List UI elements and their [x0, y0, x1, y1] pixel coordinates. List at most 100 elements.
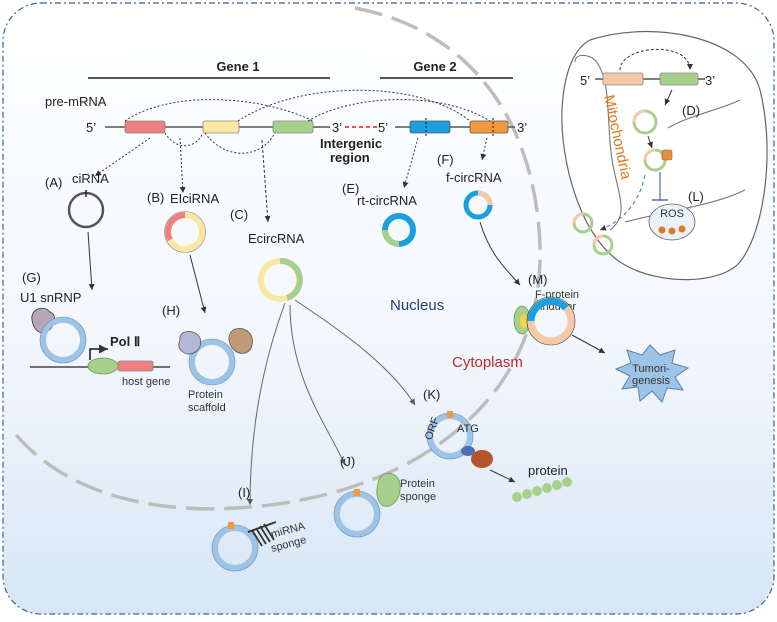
mito-three-prime: 3’: [705, 73, 715, 88]
tumorigenesis-burst: [614, 344, 690, 403]
mito-backsplice-arc: [619, 48, 693, 71]
protein-scaffold-label-1: Protein: [188, 389, 223, 401]
five-prime-gene2: 5’: [378, 120, 388, 135]
backsplice-arc-2: [237, 89, 471, 122]
splice-arc-5: [204, 132, 276, 154]
host-gene-exon: [117, 360, 154, 372]
pol2-label: Pol Ⅱ: [110, 334, 140, 349]
label-G-name: U1 snRNP: [20, 290, 81, 305]
G-circle-outline: [39, 316, 87, 364]
D-circle-2-arc: [643, 148, 656, 161]
M-protein-yellow: [520, 314, 528, 328]
label-A-letter: (A): [45, 175, 62, 190]
splice-arc-4: [164, 132, 204, 147]
nucleus-label: Nucleus: [390, 297, 444, 314]
mito-exon-1: [602, 72, 644, 86]
nucleus-boundary: [10, 6, 542, 511]
protein-label: protein: [528, 463, 568, 478]
label-K-letter: (K): [423, 387, 440, 402]
mitochondrion-crista-2: [667, 99, 741, 129]
five-prime-gene1: 5’: [86, 120, 96, 135]
gene2-label: Gene 2: [413, 59, 456, 74]
label-G-letter: (G): [22, 270, 41, 285]
protein-sponge-label-1: Protein: [400, 478, 435, 490]
backsplice-arc-1: [124, 99, 314, 122]
ribosome-large: [471, 450, 493, 468]
D-circle-1-arc: [632, 109, 646, 123]
gene1-label: Gene 1: [216, 59, 259, 74]
ROS-dot-2: [668, 227, 676, 235]
H-protein-1: [178, 331, 202, 355]
D-bound-protein: [661, 149, 673, 161]
arrow-f-circRNA-to-M: [479, 221, 521, 286]
mito-arrow-down: [664, 89, 673, 106]
ribosome-small: [461, 446, 475, 456]
arrow-EIciRNA-to-H: [189, 254, 207, 314]
arrow-to-tumorigenesis: [571, 334, 606, 354]
I-circle: [212, 525, 258, 571]
f-circRNA-arc: [477, 190, 493, 206]
exported-circle-1-arc: [572, 212, 584, 224]
arrow-to-EcircRNA: [261, 139, 271, 223]
intergenic-label-2: region: [330, 150, 370, 165]
ROS-dot-3: [678, 225, 686, 233]
G-circle: [40, 317, 86, 363]
mito-five-prime: 5’: [580, 73, 590, 88]
M-circle-outline: [526, 296, 576, 346]
miRNA-comb: [247, 521, 277, 547]
label-E-name: rt-circRNA: [357, 193, 417, 208]
exon-4: [409, 120, 451, 134]
H-protein-2: [228, 328, 253, 354]
label-J-letter: (J): [340, 454, 355, 469]
label-F-letter: (F): [437, 152, 454, 167]
exon-2: [202, 120, 240, 134]
polII-blob: [87, 357, 119, 375]
label-B-name: EIciRNA: [170, 191, 219, 206]
mito-arrow-2: [647, 135, 653, 149]
H-circle: [189, 339, 235, 385]
J-protein-blob: [376, 472, 401, 507]
label-C-name: EcircRNA: [248, 231, 305, 246]
export-arrow: [599, 174, 646, 231]
ROS-dot-1: [658, 226, 666, 234]
arrow-to-EIciRNA: [179, 137, 186, 194]
tumorigenesis-label-1: Tumori-: [632, 363, 670, 375]
label-D-letter: (D): [682, 103, 700, 118]
protein-scaffold-label-2: scaffold: [188, 402, 226, 414]
exon-5: [469, 120, 509, 134]
exported-circle-2-arc: [592, 234, 604, 246]
label-B-letter: (B): [147, 190, 164, 205]
pre-mrna-label: pre-mRNA: [45, 94, 107, 109]
three-prime-gene1: 3’: [332, 120, 342, 135]
protein-sponge-label-2: sponge: [400, 491, 436, 503]
I-binding-site: [228, 522, 234, 529]
arrow-to-J: [289, 304, 346, 466]
label-I-letter: (I): [238, 485, 250, 500]
f-protein-label-1: F-protein: [535, 289, 579, 301]
exon-1: [124, 120, 166, 134]
mito-exon-2: [659, 72, 699, 86]
H-circle-outline: [188, 338, 236, 386]
rt-circRNA-arc: [382, 229, 400, 247]
arrow-to-protein: [489, 469, 516, 483]
tumorigenesis-label-2: genesis: [632, 375, 670, 387]
three-prime-gene2: 3’: [517, 120, 527, 135]
transcription-arrow: [89, 344, 108, 360]
EIciRNA-outline: [164, 211, 206, 253]
label-E-letter: (E): [342, 181, 359, 196]
atg-label: ATG: [457, 423, 479, 435]
peptide-chain: [512, 477, 572, 502]
arrow-to-rt-circRNA: [402, 137, 419, 189]
label-A-name: ciRNA: [72, 171, 109, 186]
M-circle-arc: [527, 297, 569, 322]
arrow-to-K: [294, 299, 416, 406]
host-gene-label: host gene: [122, 376, 170, 388]
label-H-letter: (H): [162, 303, 180, 318]
arrow-to-ciRNA: [94, 137, 151, 177]
J-binding-site: [354, 489, 360, 496]
I-circle-outline: [211, 524, 259, 572]
EcircRNA-exon-arc: [279, 257, 303, 301]
label-F-name: f-circRNA: [446, 170, 502, 185]
